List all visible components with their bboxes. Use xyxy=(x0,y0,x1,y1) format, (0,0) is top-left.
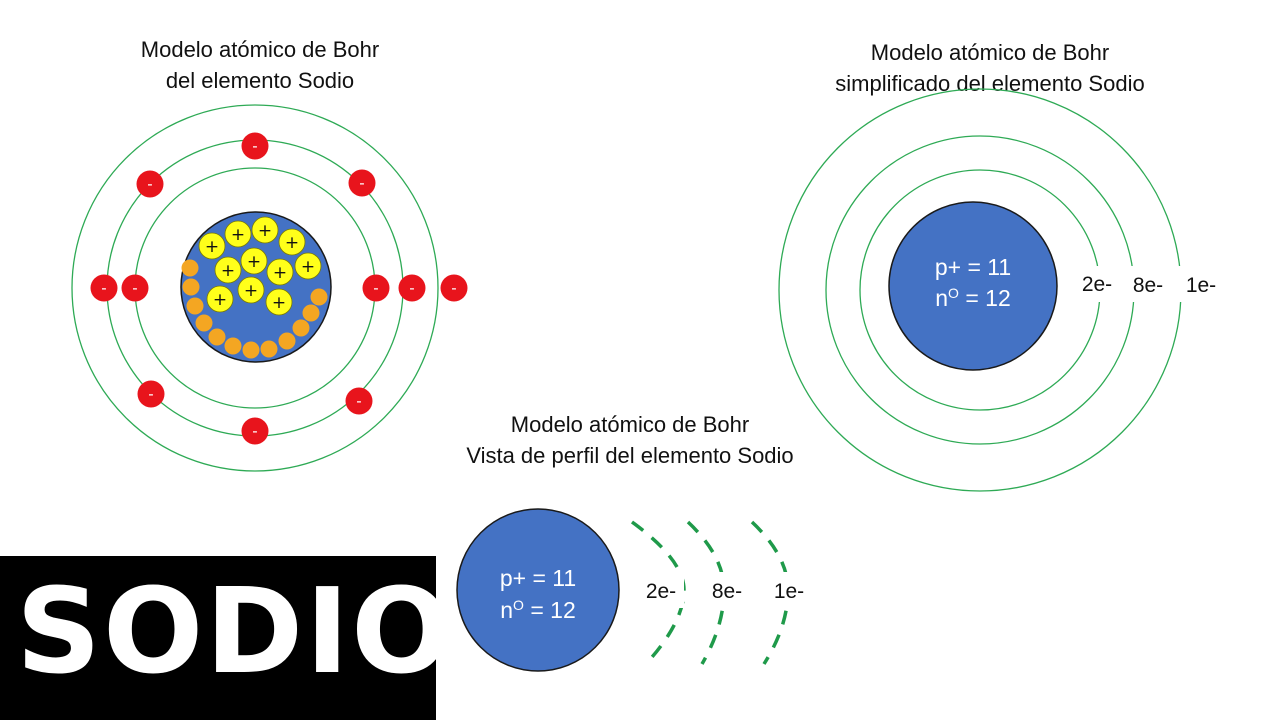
neutron xyxy=(182,278,200,296)
proton xyxy=(206,285,234,313)
shell-1-electron-label: 2e- xyxy=(1082,273,1112,296)
title-line-2: Vista de perfil del elemento Sodio xyxy=(466,443,794,468)
proton-sign: + xyxy=(285,233,299,253)
bohr-atom-profile: p+ = 11 nO = 12 2e- 8e- 1e- xyxy=(456,508,812,672)
neutron-count-label: nO = 12 xyxy=(500,597,575,623)
electron xyxy=(241,417,269,445)
neutron xyxy=(292,319,310,337)
proton-count-label: p+ = 11 xyxy=(500,565,576,591)
nucleus xyxy=(888,201,1058,371)
neutron xyxy=(310,288,328,306)
neutron xyxy=(195,314,213,332)
proton-count-label: p+ = 11 xyxy=(935,254,1011,280)
title-line-1: Modelo atómico de Bohr xyxy=(140,37,380,62)
electron-sign: - xyxy=(148,385,153,403)
proton-sign: + xyxy=(231,225,245,245)
neutron xyxy=(278,332,296,350)
orbit-shell-3 xyxy=(71,104,439,472)
title-line-1: Modelo atómico de Bohr xyxy=(510,412,750,437)
electron xyxy=(137,380,165,408)
electron xyxy=(398,274,426,302)
proton-sign: + xyxy=(272,293,286,313)
proton xyxy=(251,216,279,244)
title-profile-view: Modelo atómico de Bohr Vista de perfil d… xyxy=(420,409,840,471)
electron-sign: - xyxy=(147,175,152,193)
electron xyxy=(345,387,373,415)
shell-3-electron-label: 1e- xyxy=(774,580,804,603)
proton xyxy=(237,276,265,304)
neutron xyxy=(260,340,278,358)
nucleus xyxy=(456,508,620,672)
neutron-group xyxy=(181,259,328,359)
neutron xyxy=(242,341,260,359)
proton-sign: + xyxy=(273,263,287,283)
neutron xyxy=(224,337,242,355)
electron-sign: - xyxy=(356,392,361,410)
shell-1-electron-label: 2e- xyxy=(646,580,676,603)
electron xyxy=(90,274,118,302)
electron-sign: - xyxy=(451,279,456,297)
proton xyxy=(198,232,226,260)
neutron-count-label: nO = 12 xyxy=(935,285,1010,311)
proton xyxy=(240,247,268,275)
element-name-banner: SODIO xyxy=(0,556,454,720)
proton-sign: + xyxy=(247,252,261,272)
proton-sign: + xyxy=(221,261,235,281)
bohr-atom-full: +++++++++++ ----------- xyxy=(71,104,468,472)
proton-sign: + xyxy=(205,237,219,257)
proton xyxy=(265,288,293,316)
electron xyxy=(241,132,269,160)
shell-2-electron-label: 8e- xyxy=(712,580,742,603)
electron-sign: - xyxy=(359,174,364,192)
title-line-1: Modelo atómico de Bohr xyxy=(870,40,1110,65)
proton xyxy=(224,220,252,248)
electron-sign: - xyxy=(132,279,137,297)
proton xyxy=(214,256,242,284)
neutron xyxy=(181,259,199,277)
title-line-2: simplificado del elemento Sodio xyxy=(835,71,1145,96)
proton-sign: + xyxy=(301,257,315,277)
neutron xyxy=(302,304,320,322)
electron xyxy=(362,274,390,302)
title-simplified-model: Modelo atómico de Bohr simplificado del … xyxy=(780,37,1200,99)
electron-sign: - xyxy=(252,137,257,155)
electron-sign: - xyxy=(101,279,106,297)
electron xyxy=(440,274,468,302)
proton xyxy=(294,252,322,280)
bohr-atom-simplified: p+ = 11 nO = 12 2e- 8e- 1e- xyxy=(778,88,1225,492)
electron-sign: - xyxy=(373,279,378,297)
electron-sign: - xyxy=(252,422,257,440)
proton xyxy=(266,258,294,286)
title-line-2: del elemento Sodio xyxy=(165,68,355,93)
neutron xyxy=(186,297,204,315)
shell-2-electron-label: 8e- xyxy=(1133,274,1163,297)
proton xyxy=(278,228,306,256)
element-name-title: SODIO xyxy=(16,562,454,700)
proton-group: +++++++++++ xyxy=(198,216,322,316)
electron xyxy=(348,169,376,197)
electron-group: - - - - - - - - - - - xyxy=(90,132,468,445)
electron-sign: - xyxy=(409,279,414,297)
neutron xyxy=(208,328,226,346)
shell-3-electron-label: 1e- xyxy=(1186,274,1216,297)
title-bohr-model: Modelo atómico de Bohr del elemento Sodi… xyxy=(60,34,460,96)
electron xyxy=(136,170,164,198)
proton-sign: + xyxy=(213,290,227,310)
electron xyxy=(121,274,149,302)
proton-sign: + xyxy=(244,281,258,301)
proton-sign: + xyxy=(258,221,272,241)
